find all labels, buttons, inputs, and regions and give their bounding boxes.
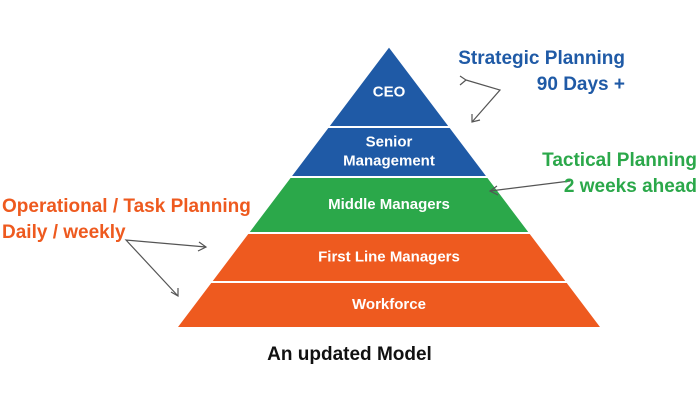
tactical-planning-horizon: 2 weeks ahead (563, 176, 697, 197)
operational-arrowhead-right (197, 241, 208, 252)
tactical-arrow (489, 180, 571, 192)
strategic-arrow (465, 79, 502, 123)
tier-first-line-label: First Line Managers (318, 248, 460, 265)
strategic-planning-label: Strategic Planning 90 Days + (458, 46, 625, 98)
operational-arrow (124, 239, 207, 297)
diagram-caption: An updated Model (267, 344, 432, 365)
operational-planning-horizon: Daily / weekly (2, 222, 126, 243)
tier-workforce (173, 281, 605, 329)
tier-middle-label: Middle Managers (328, 196, 450, 213)
tier-senior-label: Senior (366, 133, 413, 150)
operational-planning-title: Operational / Task Planning (2, 196, 251, 217)
tactical-planning-title: Tactical Planning (542, 150, 697, 171)
strategic-planning-title: Strategic Planning (458, 48, 625, 69)
annotation-arrows (124, 75, 571, 298)
tier-workforce-label: Workforce (352, 296, 426, 313)
tier-senior-label: Management (343, 152, 435, 169)
tactical-arrowhead (488, 185, 499, 196)
tactical-planning-label: Tactical Planning 2 weeks ahead (542, 148, 697, 200)
tier-ceo-label: CEO (373, 83, 406, 100)
strategic-planning-horizon: 90 Days + (536, 74, 625, 95)
strategic-arrowhead-top (459, 75, 468, 86)
operational-arrowhead-down (170, 288, 179, 298)
strategic-arrowhead-bottom (471, 114, 481, 123)
operational-planning-label: Operational / Task Planning Daily / week… (2, 194, 251, 246)
